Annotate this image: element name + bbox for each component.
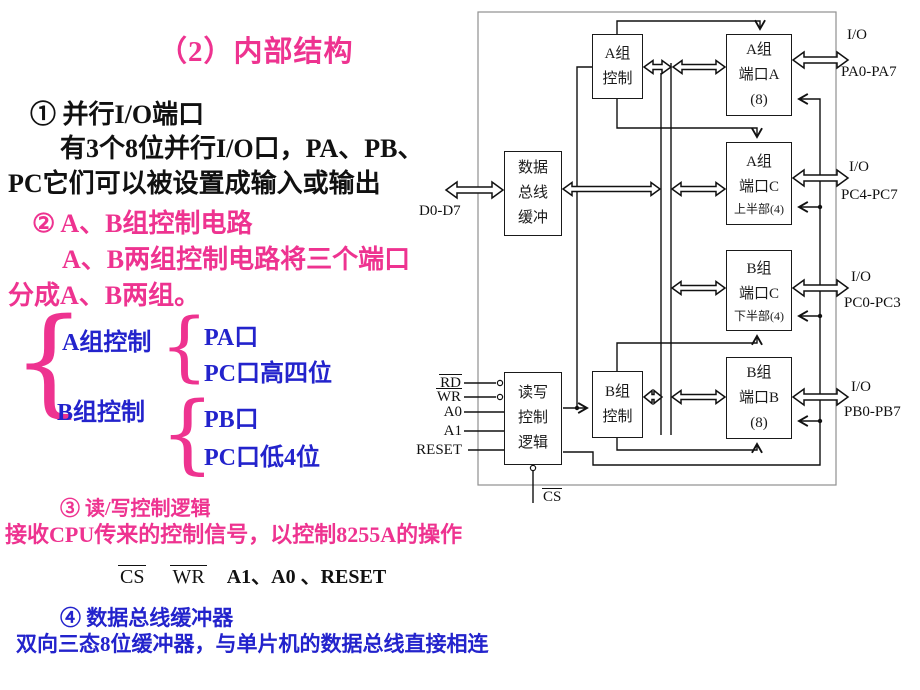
group-b-to-port-c-lo-line — [616, 334, 763, 371]
box-line: A组 — [746, 153, 772, 170]
box-line: (8) — [750, 414, 768, 431]
group-b-item-pc-low: PC口低4位 — [204, 445, 320, 471]
group-a-item-pa: PA口 — [204, 325, 259, 351]
sec3-heading: ③ 读/写控制逻辑 — [60, 498, 211, 520]
pc-hi-range-label: PC4-PC7 — [841, 187, 898, 203]
port-a-box: A组 端口A (8) — [726, 34, 792, 116]
a1-signal-label: A1 — [443, 423, 462, 439]
rw-control-logic-box: 读写 控制 逻辑 — [504, 372, 562, 465]
data-bus-buffer-box: 数据 总线 缓冲 — [504, 151, 562, 236]
io-label-pa: I/O — [847, 27, 867, 43]
box-line: 上半部(4) — [734, 201, 784, 216]
box-line: 控制 — [602, 408, 633, 425]
arrow-bus-port-c-hi — [670, 181, 727, 197]
box-line: 数据 — [517, 160, 548, 176]
sec4-line1: 双向三态8位缓冲器，与单片机的数据总线直接相连 — [16, 632, 489, 656]
box-line: A组 — [604, 45, 631, 62]
arrow-bus-port-b — [670, 389, 727, 405]
arrow-io-pc-hi — [791, 168, 850, 188]
d-bus-label: D0-D7 — [419, 203, 461, 219]
box-line: B组 — [604, 383, 630, 400]
sec1-heading: ① 并行I/O端口 — [30, 100, 205, 129]
wr-signal-label: WR — [435, 388, 462, 405]
box-line: 端口B — [738, 389, 779, 406]
a0-signal-label: A0 — [443, 404, 462, 420]
rw-feedback-line — [563, 93, 821, 466]
rd-inverter-bubble — [496, 379, 504, 387]
io-label-pc-lo: I/O — [851, 269, 871, 285]
arrow-group-b-bus — [642, 388, 664, 406]
box-line: 控制 — [602, 70, 633, 87]
arrow-data-bus-external — [444, 180, 505, 200]
group-a-label: A组控制 — [62, 330, 152, 356]
box-line: 逻辑 — [517, 435, 548, 451]
cs-signal-label: CS — [542, 488, 563, 505]
box-line: (8) — [750, 91, 768, 108]
pc-lo-range-label: PC0-PC3 — [844, 295, 901, 311]
sec3-signal-line: CS WR A1、A0 、RESET — [118, 560, 386, 589]
arrow-buffer-bus — [561, 181, 662, 197]
chip-frame — [477, 11, 837, 486]
group-b-brace: { — [160, 384, 215, 484]
box-line: 下半部(4) — [734, 308, 784, 323]
io-label-pc-hi: I/O — [849, 159, 869, 175]
pa-range-label: PA0-PA7 — [841, 64, 897, 80]
rw-to-group-a-line — [576, 66, 592, 408]
sec1-line1: 有3个8位并行I/O口，PA、PB、 — [60, 134, 424, 163]
sec3-line1: 接收CPU传来的控制信号，以控制8255A的操作 — [5, 522, 463, 547]
wr-inverter-bubble — [496, 393, 504, 401]
group-a-to-port-c-hi-line — [616, 99, 763, 139]
group-b-label: B组控制 — [57, 400, 146, 426]
box-line: B组 — [746, 260, 772, 277]
outer-brace: { — [12, 294, 86, 429]
box-line: B组 — [746, 364, 772, 381]
reset-signal-label: RESET — [416, 442, 462, 458]
box-line: A组 — [746, 41, 772, 58]
group-b-to-port-b-line — [616, 438, 763, 454]
group-a-control-box: A组 控制 — [592, 34, 643, 99]
page-title: （2）内部结构 — [158, 36, 354, 68]
io-label-pb: I/O — [851, 379, 871, 395]
arrow-bus-port-a — [671, 59, 727, 75]
arrow-group-a-bus — [642, 59, 673, 75]
group-b-item-pb: PB口 — [204, 407, 259, 433]
arrow-io-pb — [791, 387, 850, 407]
group-a-item-pc-high: PC口高四位 — [204, 361, 332, 387]
pb-range-label: PB0-PB7 — [844, 404, 901, 420]
cs-bar-text: CS — [118, 565, 147, 588]
junction-dot — [817, 418, 823, 424]
junction-dot — [817, 313, 823, 319]
box-line: 控制 — [517, 410, 548, 426]
sec2-line1: A、B两组控制电路将三个端口 — [62, 245, 411, 274]
box-line: 端口A — [738, 66, 780, 83]
sec1-line2: PC它们可以被设置成输入或输出 — [8, 169, 381, 198]
group-a-to-port-a-line — [616, 19, 766, 34]
box-line: 总线 — [517, 185, 548, 201]
port-c-upper-box: A组 端口C 上半部(4) — [726, 142, 792, 225]
sec4-heading: ④ 数据总线缓冲器 — [60, 606, 234, 630]
arrow-io-pa — [791, 50, 850, 70]
box-line: 缓冲 — [517, 210, 548, 226]
junction-dot — [574, 405, 580, 411]
control-signals-text: A1、A0 、RESET — [226, 566, 387, 588]
cs-inverter-bubble — [529, 464, 537, 472]
group-b-control-box: B组 控制 — [592, 371, 643, 438]
sec2-heading: ② A、B组控制电路 — [32, 209, 253, 238]
arrow-bus-port-c-lo — [670, 280, 727, 296]
junction-dot — [817, 204, 823, 210]
rd-signal-label: RD — [439, 374, 462, 391]
sec2-line2: 分成A、B两组。 — [8, 281, 201, 310]
arrow-io-pc-lo — [791, 278, 850, 298]
wr-bar-text: WR — [170, 565, 207, 588]
group-a-brace: { — [160, 301, 209, 390]
box-line: 读写 — [517, 385, 548, 401]
box-line: 端口C — [738, 285, 779, 302]
port-b-box: B组 端口B (8) — [726, 357, 792, 439]
box-line: 端口C — [738, 178, 779, 195]
port-c-lower-box: B组 端口C 下半部(4) — [726, 250, 792, 331]
